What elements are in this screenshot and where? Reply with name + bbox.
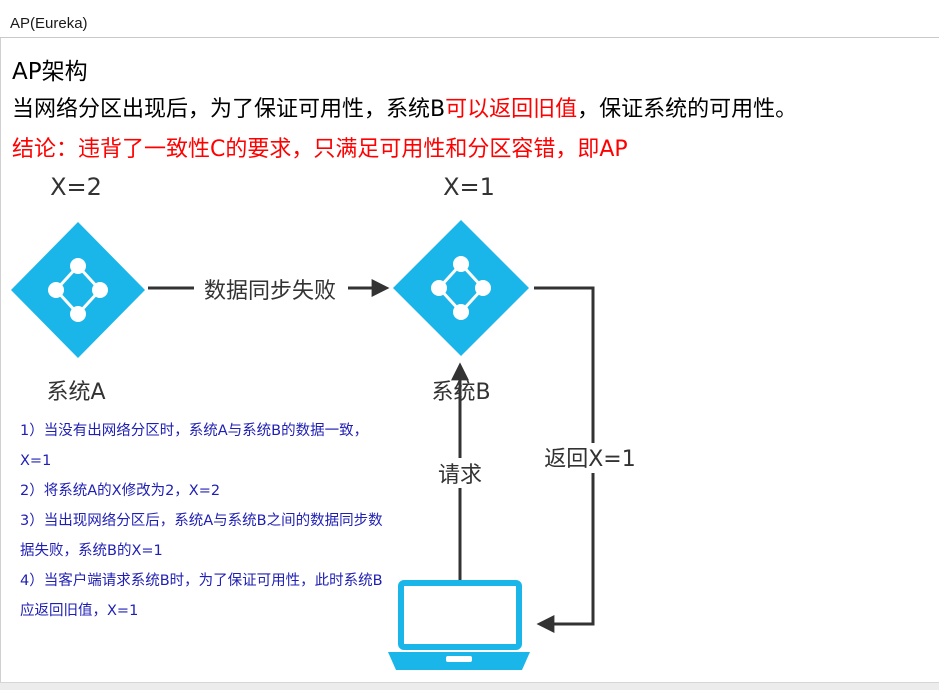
description-line: 当网络分区出现后，为了保证可用性，系统B可以返回旧值，保证系统的可用性。 bbox=[12, 91, 797, 123]
window-title: AP(Eureka) bbox=[10, 15, 88, 32]
laptop-client-icon bbox=[388, 580, 530, 670]
sync-fail-label: 数据同步失败 bbox=[204, 279, 336, 304]
window-left-border bbox=[0, 38, 1, 690]
node-b-value: X=1 bbox=[443, 173, 495, 201]
step-notes: 1）当没有出网络分区时，系统A与系统B的数据一致，X=1 2）将系统A的X修改为… bbox=[20, 416, 392, 626]
description-text-start: 当网络分区出现后，为了保证可用性，系统B bbox=[12, 97, 446, 122]
return-label: 返回X=1 bbox=[544, 447, 636, 472]
request-label: 请求 bbox=[438, 463, 482, 488]
node-a-network-node-icon bbox=[11, 222, 145, 358]
note-item-4: 4）当客户端请求系统B时，为了保证可用性，此时系统B应返回旧值，X=1 bbox=[20, 573, 383, 619]
return-label-bg bbox=[538, 443, 642, 473]
description-text-end: ，保证系统的可用性。 bbox=[577, 97, 798, 122]
conclusion-line: 结论：违背了一致性C的要求，只满足可用性和分区容错，即AP bbox=[12, 137, 628, 162]
note-item-1: 1）当没有出网络分区时，系统A与系统B的数据一致，X=1 bbox=[20, 423, 369, 469]
window-titlebar: AP(Eureka) bbox=[0, 0, 939, 38]
node-a-value: X=2 bbox=[50, 173, 102, 201]
node-a-label: 系统A bbox=[46, 380, 105, 405]
section-heading: AP架构 bbox=[12, 59, 88, 85]
description-highlight: 可以返回旧值 bbox=[445, 97, 578, 122]
request-label-bg bbox=[426, 458, 494, 488]
note-item-2: 2）将系统A的X修改为2，X=2 bbox=[20, 483, 221, 499]
horizontal-scrollbar[interactable] bbox=[0, 682, 939, 690]
note-item-3: 3）当出现网络分区后，系统A与系统B之间的数据同步数据失败，系统B的X=1 bbox=[20, 513, 383, 559]
node-b-network-node-icon bbox=[393, 220, 529, 356]
